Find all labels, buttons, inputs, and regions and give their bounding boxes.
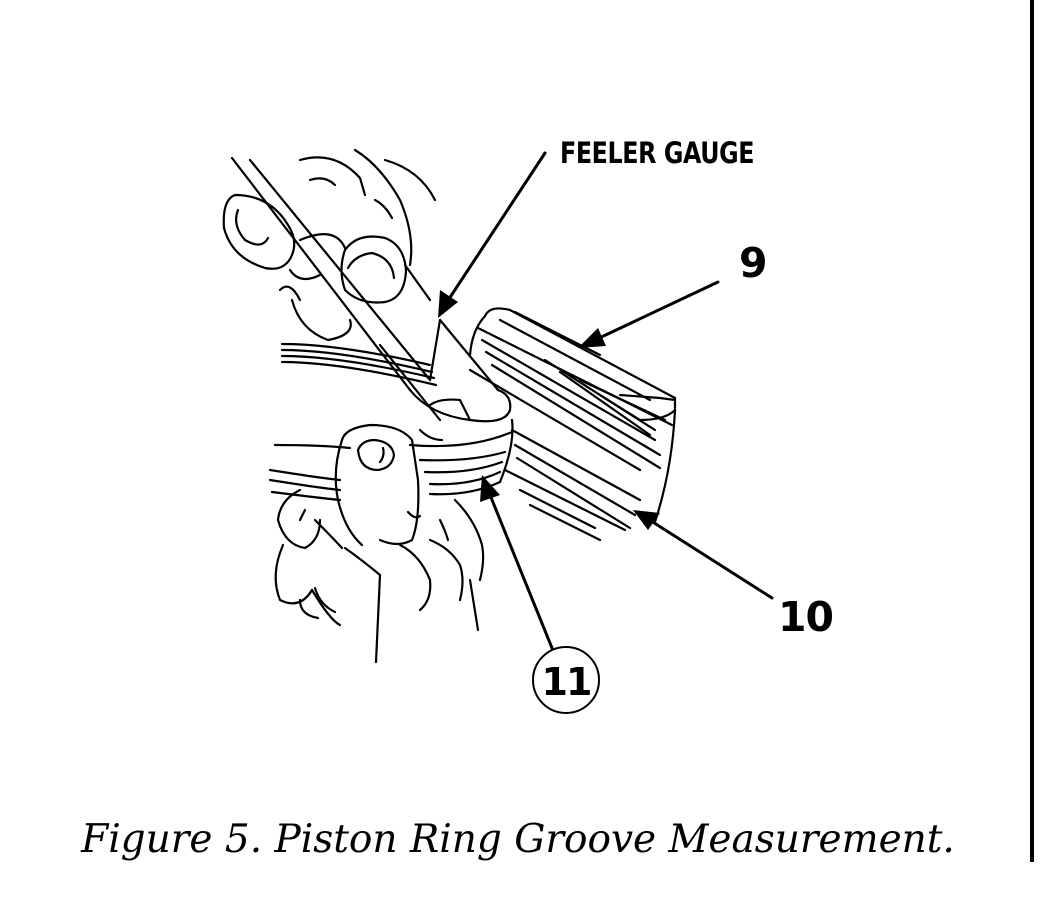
- item-11-arrowhead: [480, 475, 500, 502]
- item-9-arrowhead: [578, 328, 606, 348]
- item-11-leader: [486, 488, 554, 650]
- piston: [468, 307, 677, 542]
- feeler-gauge-leader: [443, 151, 547, 307]
- item-9-leader: [593, 280, 720, 342]
- page-border-rule: [1030, 0, 1034, 862]
- callout-11-label: 11: [541, 660, 593, 704]
- item-10-leader: [646, 517, 774, 600]
- item-10-arrowhead: [633, 510, 660, 530]
- upper-hand: [222, 148, 437, 342]
- piston-ring: [268, 342, 514, 502]
- callout-11-circle: 11: [532, 646, 600, 714]
- lower-hand: [274, 398, 485, 664]
- feeler-gauge-label: FEELER GAUGE: [560, 136, 755, 170]
- feeler-gauge-blade: [230, 156, 512, 423]
- callout-10-label: 10: [778, 593, 834, 641]
- callout-9-label: 9: [739, 239, 768, 287]
- feeler-gauge-arrowhead: [438, 290, 458, 318]
- figure-caption: Figure 5. Piston Ring Groove Measurement…: [81, 817, 955, 862]
- leader-lines: [438, 151, 774, 650]
